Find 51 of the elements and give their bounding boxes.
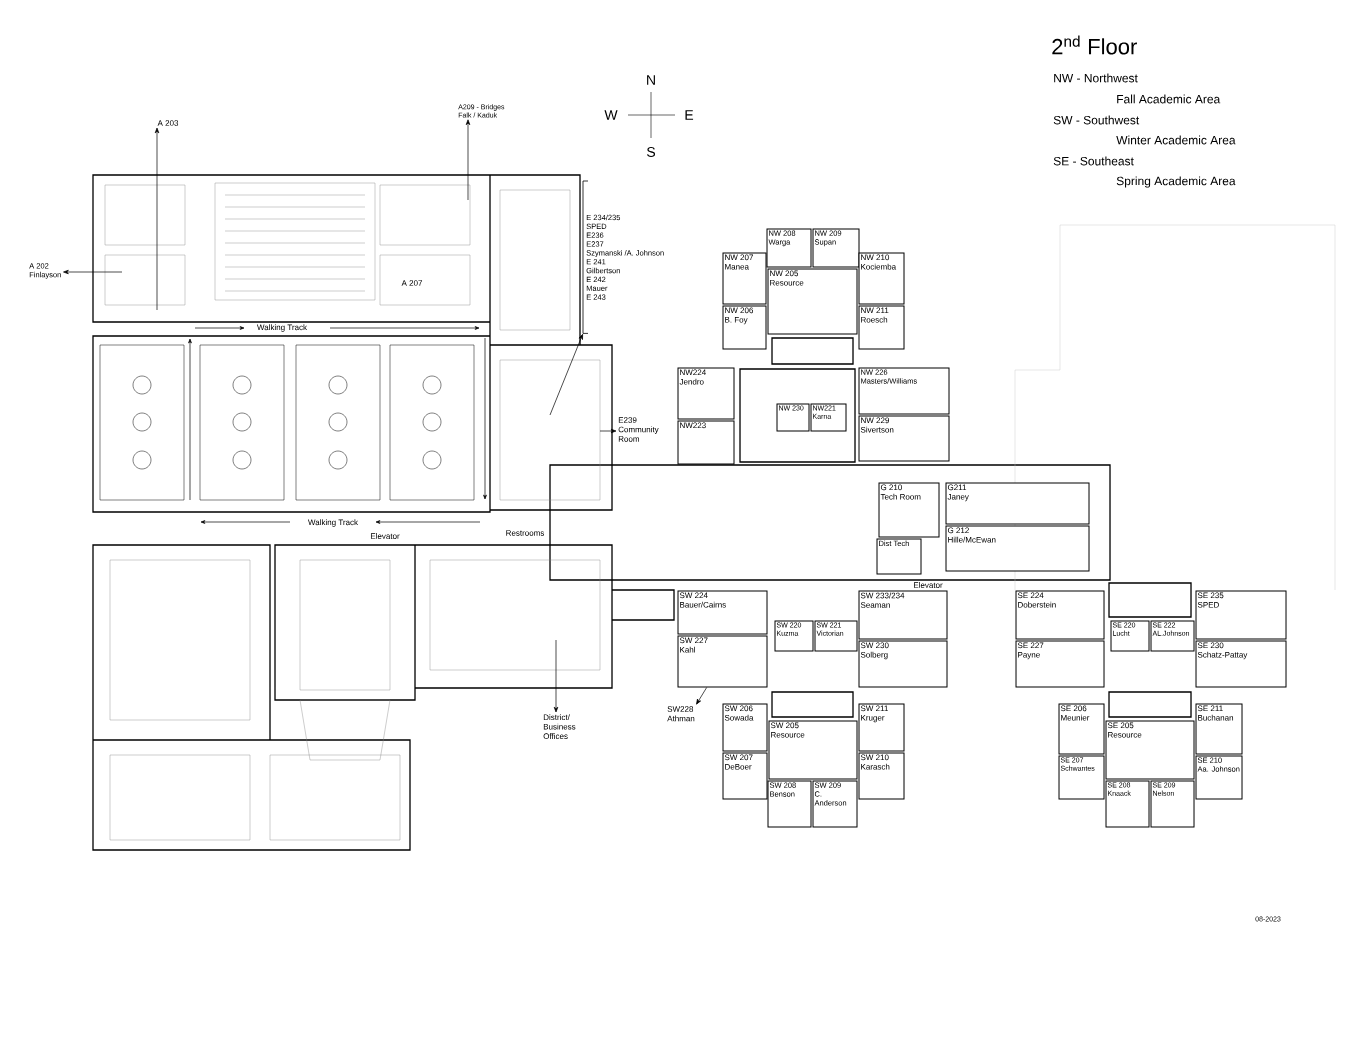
room-box: G 212 Hille/McEwan (945, 525, 1090, 572)
plan-label: E (683, 109, 695, 121)
room-box: SE 230 Schatz-Pattay (1195, 640, 1287, 688)
room-box: NW 229 Sivertson (858, 415, 950, 462)
plan-label: Elevator (369, 532, 401, 540)
room-box: SE 235 SPED (1195, 590, 1287, 640)
room-tag: District/ Business Offices (542, 713, 582, 740)
room-tag: SW228 Athman (666, 705, 696, 723)
leader-arrow (63, 269, 123, 275)
room-box: SW 211 Kruger (858, 703, 905, 752)
plan-label: Walking Track (255, 323, 309, 333)
room-box: SE 206 Meunier (1058, 703, 1105, 755)
leader-arrow (465, 119, 471, 201)
leader-arrow (696, 687, 707, 705)
title: 2$^{nd}$ Floor (1052, 35, 1137, 55)
room-box: SW 207 DeBoer (722, 752, 768, 800)
plan-label: S (645, 146, 657, 158)
leader-arrow (553, 639, 559, 713)
room-box: NW 206 B. Foy (722, 305, 767, 350)
leader-arrow (154, 127, 160, 311)
room-box: SW 210 Karasch (858, 752, 905, 800)
room-box: NW223 (677, 420, 735, 465)
room-box: SW 230 Solberg (858, 640, 948, 688)
room-tag: E239 Community Room (617, 416, 664, 443)
leader-arrow (599, 428, 617, 434)
room-box: NW 210 Kociemba (858, 252, 905, 305)
room-box: SW 233/234 Seaman (858, 590, 948, 640)
room-tag: A 203 (156, 119, 180, 127)
room-box: SW 227 Kahl (677, 635, 768, 688)
room-box: NW 211 Roesch (858, 305, 905, 350)
legend-text: Fall Academic Area (1115, 93, 1222, 105)
plan-label: W (603, 109, 619, 121)
room-box: NW224 Jendro (677, 367, 735, 420)
legend-text: Spring Academic Area (1115, 175, 1237, 189)
room-box: SW 206 Sowada (722, 703, 768, 752)
leader-arrow (549, 333, 583, 416)
plan-label: A 207 (400, 279, 424, 287)
plan-label: Walking Track (306, 518, 360, 528)
room-box: SE 227 Payne (1015, 640, 1105, 688)
legend-text: SW - Southwest (1052, 114, 1141, 126)
room-box: SE 224 Doberstein (1015, 590, 1105, 640)
room-box: G211 Janey (945, 482, 1090, 525)
room-box: NW 207 Manea (722, 252, 767, 305)
legend-text: NW - Northwest (1052, 72, 1139, 84)
room-box: SE 211 Buchanan (1195, 703, 1243, 755)
plan-label: Elevator (912, 581, 944, 589)
legend-text: Winter Academic Area (1115, 134, 1237, 146)
plan-label: Restrooms (504, 529, 546, 537)
legend-text: SE - Southeast (1052, 155, 1135, 167)
plan-label: N (644, 74, 658, 86)
room-box: SW 224 Bauer/Cairns (677, 590, 768, 635)
